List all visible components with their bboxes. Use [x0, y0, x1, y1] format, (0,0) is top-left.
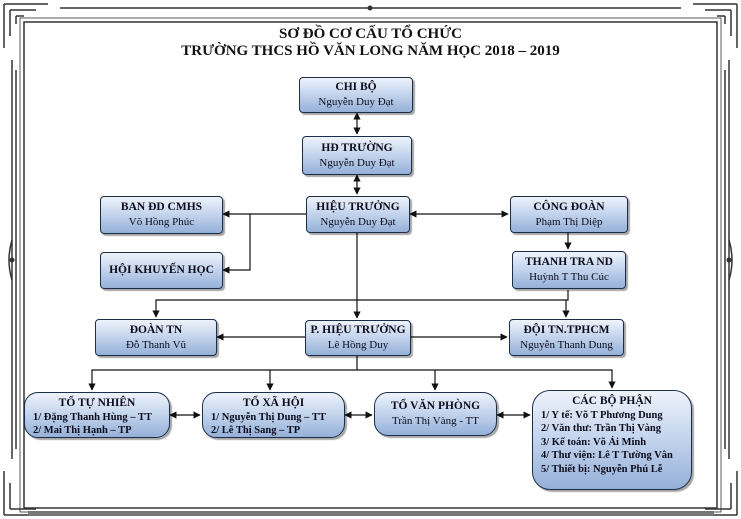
node-chi-bo-name: Nguyễn Duy Đạt — [318, 96, 394, 108]
edge-bus-totunhien — [88, 369, 357, 391]
edge-bus-cacbophan — [357, 369, 616, 389]
node-to-van-phong-name: Trần Thị Vàng - TT — [392, 415, 479, 427]
node-doan-tn-name: Đỗ Thanh Vũ — [125, 338, 187, 351]
node-cac-bo-phan-item: 1/ Y tế: Võ T Phương Dung — [541, 409, 663, 421]
node-pho-hieu-truong[interactable]: P. HIỆU TRƯỞNG Lê Hồng Duy — [305, 320, 411, 356]
edge-to-doantn — [152, 290, 569, 318]
node-hd-truong-title: HĐ TRƯỜNG — [321, 141, 393, 154]
node-thanh-tra-nd[interactable]: THANH TRA ND Huỳnh T Thu Cúc — [512, 251, 626, 289]
node-to-xa-hoi-item: 2/ Lê Thị Sang – TP — [211, 425, 301, 436]
node-thanh-tra-nd-name: Huỳnh T Thu Cúc — [529, 271, 609, 283]
node-cong-doan[interactable]: CÔNG ĐOÀN Phạm Thị Diệp — [510, 196, 628, 233]
node-doan-tn-title: ĐOÀN TN — [129, 323, 183, 336]
node-pho-hieu-truong-title: P. HIỆU TRƯỞNG — [310, 324, 406, 336]
node-cac-bo-phan-title: CÁC BỘ PHẬN — [572, 395, 652, 407]
edge-hieutruong-hoikhuyenhoc — [222, 214, 251, 274]
node-hoi-khuyen-hoc-title: HỘI KHUYẾN HỌC — [109, 264, 214, 276]
chart-title-line-1: SƠ ĐỒ CƠ CẤU TỔ CHỨC — [279, 26, 462, 42]
node-cac-bo-phan[interactable]: CÁC BỘ PHẬN 1/ Y tế: Võ T Phương Dung 2/… — [532, 390, 692, 490]
node-cac-bo-phan-item: 2/ Văn thư: Trần Thị Vàng — [541, 423, 661, 434]
chart-title-line-2: TRƯỜNG THCS HỒ VĂN LONG NĂM HỌC 2018 – 2… — [181, 43, 560, 59]
node-cac-bo-phan-item: 3/ Kế toán: Võ Ái Minh — [541, 436, 647, 448]
node-doi-tn-tphcm-title: ĐỘI TN.TPHCM — [523, 323, 610, 336]
node-chi-bo-title: CHI BỘ — [335, 81, 377, 93]
bottom-scroll-bar — [28, 511, 714, 516]
node-cong-doan-name: Phạm Thị Diệp — [535, 215, 603, 228]
node-chi-bo[interactable]: CHI BỘ Nguyễn Duy Đạt — [299, 77, 413, 113]
node-doi-tn-tphcm[interactable]: ĐỘI TN.TPHCM Nguyễn Thanh Dung — [509, 319, 624, 356]
node-to-tu-nhien[interactable]: TỔ TỰ NHIÊN 1/ Đặng Thanh Hùng – TT 2/ M… — [24, 392, 170, 438]
node-to-tu-nhien-item: 2/ Mai Thị Hạnh – TP — [33, 425, 132, 436]
node-doan-tn[interactable]: ĐOÀN TN Đỗ Thanh Vũ — [95, 319, 217, 356]
node-to-xa-hoi-item: 1/ Nguyễn Thị Dung – TT — [211, 411, 326, 423]
node-to-xa-hoi[interactable]: TỔ XÃ HỘI 1/ Nguyễn Thị Dung – TT 2/ Lê … — [202, 392, 345, 438]
node-thanh-tra-nd-title: THANH TRA ND — [525, 256, 613, 268]
node-to-van-phong-title: TỔ VĂN PHÒNG — [390, 400, 481, 412]
node-ban-dd-cmhs-title: BAN ĐD CMHS — [120, 201, 203, 213]
node-to-tu-nhien-item: 1/ Đặng Thanh Hùng – TT — [33, 411, 152, 423]
node-cong-doan-title: CÔNG ĐOÀN — [533, 200, 605, 213]
node-hd-truong[interactable]: HĐ TRƯỜNG Nguyễn Duy Đạt — [302, 136, 412, 175]
node-hoi-khuyen-hoc[interactable]: HỘI KHUYẾN HỌC — [100, 252, 223, 289]
node-to-tu-nhien-title: TỔ TỰ NHIÊN — [58, 397, 136, 409]
node-hieu-truong-name: Nguyễn Duy Đạt — [320, 215, 396, 228]
node-hieu-truong[interactable]: HIỆU TRƯỞNG Nguyễn Duy Đạt — [306, 196, 410, 233]
node-ban-dd-cmhs[interactable]: BAN ĐD CMHS Võ Hồng Phúc — [100, 196, 223, 234]
node-to-xa-hoi-title: TỔ XÃ HỘI — [242, 397, 305, 409]
node-doi-tn-tphcm-name: Nguyễn Thanh Dung — [520, 338, 613, 351]
node-ban-dd-cmhs-name: Võ Hồng Phúc — [128, 216, 195, 228]
node-cac-bo-phan-item: 5/ Thiết bị: Nguyễn Phú Lễ — [541, 463, 663, 475]
node-cac-bo-phan-item: 4/ Thư viện: Lê T Tường Vân — [541, 450, 673, 461]
node-pho-hieu-truong-name: Lê Hồng Duy — [327, 339, 389, 351]
node-hd-truong-name: Nguyễn Duy Đạt — [319, 156, 395, 169]
node-hieu-truong-title: HIỆU TRƯỞNG — [316, 200, 400, 213]
node-to-van-phong[interactable]: TỔ VĂN PHÒNG Trần Thị Vàng - TT — [374, 392, 497, 436]
